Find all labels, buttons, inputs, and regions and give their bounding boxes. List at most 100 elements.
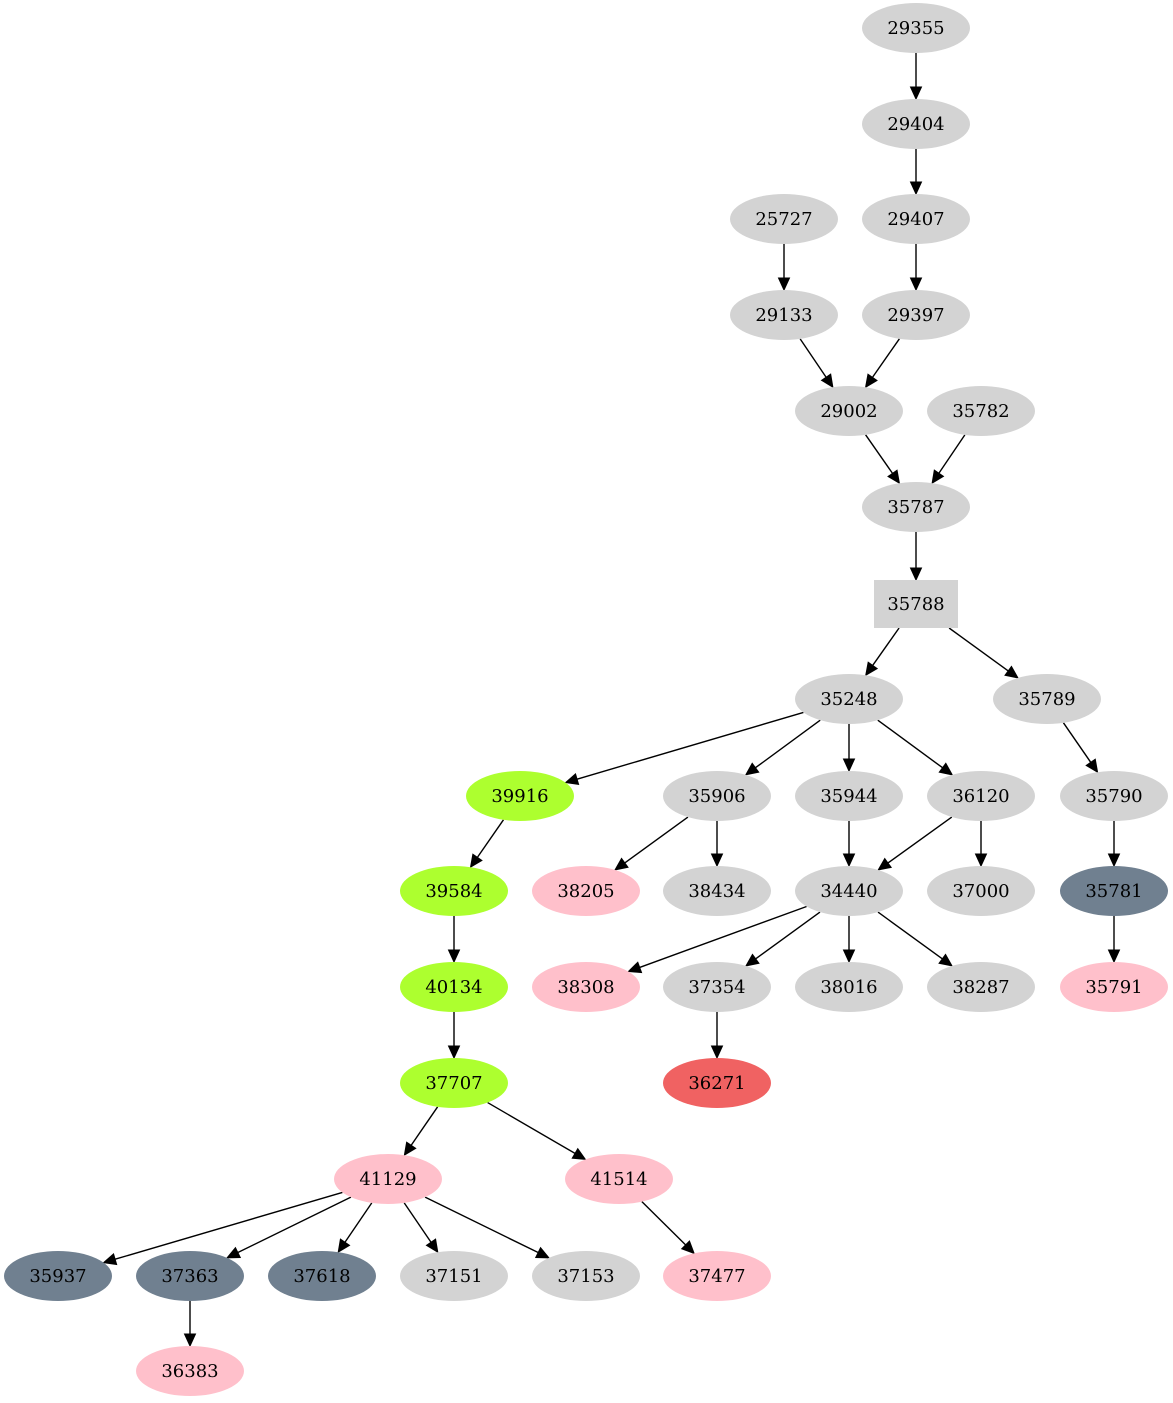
node-ellipse (862, 3, 970, 53)
node-ellipse (4, 1251, 112, 1301)
edge-35787-35788 (909, 532, 923, 582)
graph-node-29397[interactable]: 29397 (862, 290, 970, 340)
graph-node-35781[interactable]: 35781 (1060, 866, 1168, 916)
arrowhead-icon (680, 1240, 695, 1255)
graph-node-37707[interactable]: 37707 (400, 1058, 508, 1108)
node-label: 35790 (1085, 786, 1142, 807)
graph-node-29002[interactable]: 29002 (795, 386, 903, 436)
graph-node-40134[interactable]: 40134 (400, 962, 508, 1012)
arrowhead-icon (614, 857, 629, 871)
edge-39916-39584 (469, 819, 505, 869)
graph-node-37151[interactable]: 37151 (400, 1251, 508, 1301)
arrowhead-icon (469, 853, 483, 869)
node-label: 29002 (820, 401, 877, 422)
arrowhead-icon (909, 86, 923, 101)
graph-node-29355[interactable]: 29355 (862, 3, 970, 53)
node-label: 38434 (688, 881, 745, 902)
graph-node-37618[interactable]: 37618 (268, 1251, 376, 1301)
node-ellipse (268, 1251, 376, 1301)
node-label: 35248 (820, 689, 877, 710)
graph-node-36383[interactable]: 36383 (136, 1346, 244, 1396)
graph-node-41129[interactable]: 41129 (334, 1154, 442, 1204)
node-ellipse (795, 866, 903, 916)
graph-node-35937[interactable]: 35937 (4, 1251, 112, 1301)
node-ellipse (400, 1251, 508, 1301)
graph-node-34440[interactable]: 34440 (795, 866, 903, 916)
node-label: 35944 (820, 786, 877, 807)
graph-node-35790[interactable]: 35790 (1060, 771, 1168, 821)
node-ellipse (1060, 771, 1168, 821)
node-ellipse (730, 290, 838, 340)
edge-line (424, 1196, 539, 1254)
graph-node-29407[interactable]: 29407 (862, 194, 970, 244)
graph-node-25727[interactable]: 25727 (730, 194, 838, 244)
node-ellipse (1060, 866, 1168, 916)
graph-node-35789[interactable]: 35789 (993, 674, 1101, 724)
graph-node-39916[interactable]: 39916 (466, 771, 574, 821)
graph-node-37363[interactable]: 37363 (136, 1251, 244, 1301)
edge-37363-36383 (183, 1301, 197, 1348)
edge-35906-38205 (614, 816, 689, 871)
arrowhead-icon (447, 1045, 461, 1060)
edge-29404-29407 (909, 149, 923, 196)
node-ellipse (565, 1154, 673, 1204)
graph-node-35787[interactable]: 35787 (862, 482, 970, 532)
graph-node-35906[interactable]: 35906 (663, 771, 771, 821)
edge-41129-35937 (102, 1191, 343, 1266)
edge-29355-29404 (909, 53, 923, 101)
node-ellipse (927, 386, 1035, 436)
graph-node-36271[interactable]: 36271 (663, 1058, 771, 1108)
arrowhead-icon (842, 758, 856, 773)
arrowhead-icon (564, 773, 580, 786)
arrowhead-icon (842, 949, 856, 964)
graph-node-35788[interactable]: 35788 (874, 580, 958, 628)
edge-line (877, 911, 943, 960)
graph-node-38434[interactable]: 38434 (663, 866, 771, 916)
graph-node-38308[interactable]: 38308 (532, 962, 640, 1012)
edge-line (755, 719, 821, 769)
edge-line (410, 1106, 439, 1146)
edge-35781-35791 (1107, 916, 1121, 964)
edge-34440-38287 (877, 911, 953, 967)
arrowhead-icon (447, 949, 461, 964)
node-label: 35781 (1085, 881, 1142, 902)
graph-node-39584[interactable]: 39584 (400, 866, 508, 916)
graph-node-38287[interactable]: 38287 (927, 962, 1035, 1012)
edge-39584-40134 (447, 916, 461, 964)
node-label: 40134 (425, 977, 482, 998)
arrowhead-icon (877, 857, 893, 871)
graph-node-29133[interactable]: 29133 (730, 290, 838, 340)
graph-node-41514[interactable]: 41514 (565, 1154, 673, 1204)
graph-node-37477[interactable]: 37477 (663, 1251, 771, 1301)
arrowhead-icon (1085, 758, 1099, 774)
node-label: 35788 (887, 594, 944, 615)
node-label: 35787 (887, 497, 944, 518)
edge-34440-38016 (842, 916, 856, 964)
edge-line (887, 816, 953, 864)
node-ellipse (862, 290, 970, 340)
node-label: 37363 (161, 1266, 218, 1287)
graph-node-35248[interactable]: 35248 (795, 674, 903, 724)
graph-node-35791[interactable]: 35791 (1060, 962, 1168, 1012)
graph-node-35944[interactable]: 35944 (795, 771, 903, 821)
arrowhead-icon (938, 762, 954, 776)
node-ellipse (927, 866, 1035, 916)
edge-34440-38308 (627, 905, 807, 974)
edge-line (938, 434, 966, 474)
graph-node-37354[interactable]: 37354 (663, 962, 771, 1012)
graph-node-38016[interactable]: 38016 (795, 962, 903, 1012)
graph-node-35782[interactable]: 35782 (927, 386, 1035, 436)
arrowhead-icon (534, 1246, 550, 1259)
graph-node-38205[interactable]: 38205 (532, 866, 640, 916)
graph-node-37153[interactable]: 37153 (532, 1251, 640, 1301)
arrowhead-icon (820, 373, 834, 389)
node-label: 35937 (29, 1266, 86, 1287)
graph-node-36120[interactable]: 36120 (927, 771, 1035, 821)
node-label: 35789 (1018, 689, 1075, 710)
node-label: 29355 (887, 18, 944, 39)
node-ellipse (400, 1058, 508, 1108)
node-ellipse (136, 1346, 244, 1396)
graph-node-37000[interactable]: 37000 (927, 866, 1035, 916)
graph-node-29404[interactable]: 29404 (862, 99, 970, 149)
